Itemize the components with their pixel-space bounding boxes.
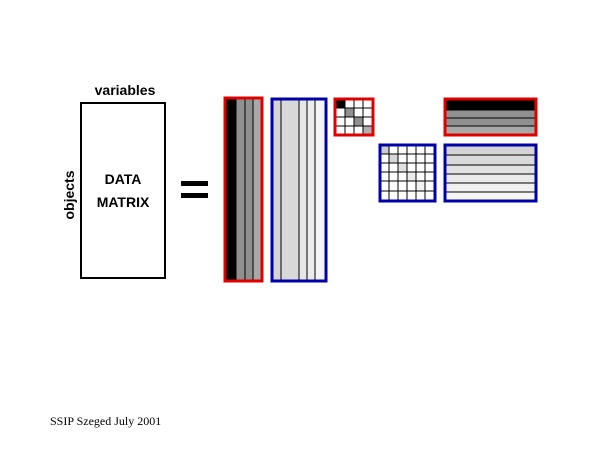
left-col-2	[236, 99, 245, 280]
right-residual-matrix	[443, 143, 538, 203]
data-matrix-box: DATA MATRIX	[80, 102, 166, 279]
residual-diagonal-matrix	[378, 143, 437, 203]
left-col-3	[245, 99, 253, 280]
footer-text: SSIP Szeged July 2001	[50, 414, 162, 428]
left-residual-frame	[270, 97, 328, 283]
residual-diagonal-frame	[378, 143, 437, 203]
data-matrix-label-line2: MATRIX	[96, 193, 150, 210]
left-col-1	[226, 99, 236, 280]
right-vectors-frame	[443, 97, 538, 137]
singular-values-matrix	[333, 97, 375, 137]
left-residual-matrix	[270, 97, 328, 283]
left-col-4	[253, 99, 261, 280]
singular-values-frame	[333, 97, 375, 137]
right-residual-frame	[443, 143, 538, 203]
equals-sign	[181, 181, 208, 205]
data-matrix-label-line1: DATA	[104, 170, 142, 187]
left-vectors-frame	[223, 96, 264, 283]
equals-bar-bottom	[181, 193, 208, 198]
right-vectors-matrix	[443, 97, 538, 137]
variables-label: variables	[94, 82, 156, 98]
equals-bar-top	[181, 181, 208, 186]
left-vectors-matrix	[223, 96, 264, 283]
